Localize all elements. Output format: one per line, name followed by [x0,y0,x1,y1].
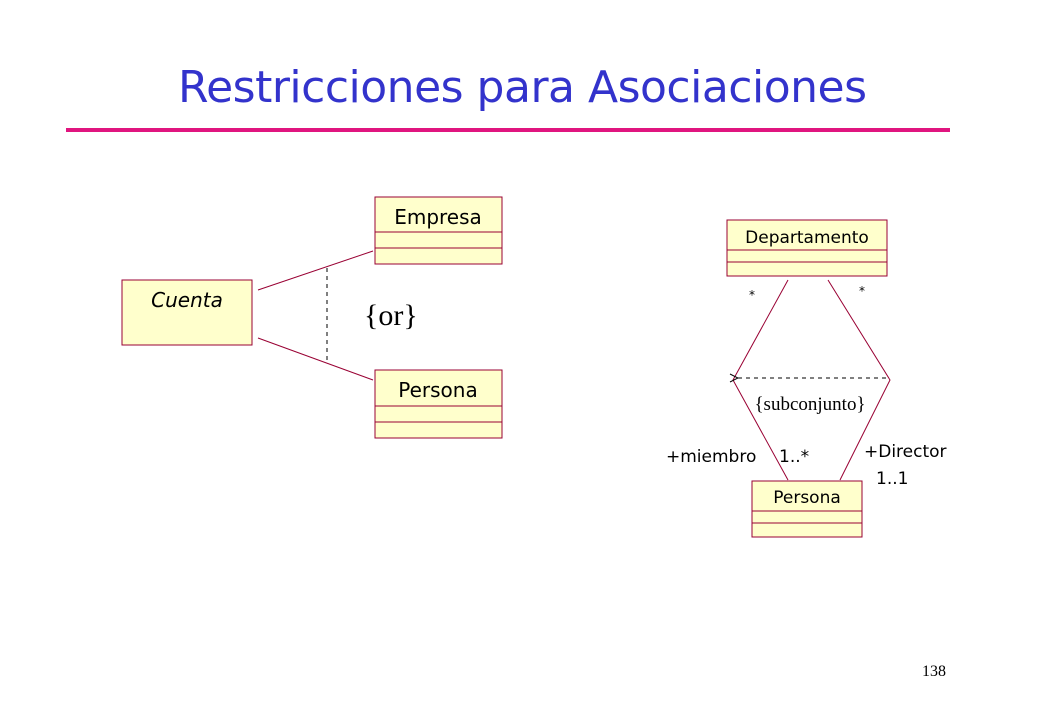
mult-miembro: 1..* [779,447,809,467]
class-cuenta-name: Cuenta [151,288,223,312]
mult-dep-left: * [749,288,755,302]
mult-dep-right: * [859,284,865,298]
role-miembro: +miembro [666,447,756,467]
class-persona-left: Persona [374,369,503,439]
title-underline [66,128,950,132]
or-constraint-label: {or} [364,299,418,332]
class-empresa: Empresa [374,196,503,265]
class-departamento-name: Departamento [745,228,869,248]
mult-director: 1..1 [876,469,908,489]
assoc-cuenta-empresa [257,250,374,291]
class-persona-right: Persona [751,480,863,538]
class-persona-left-name: Persona [398,378,477,402]
class-cuenta: Cuenta [121,279,253,346]
class-departamento: Departamento [726,219,888,277]
assoc-director [827,279,891,481]
subconjunto-constraint-label: {subconjunto} [754,394,865,415]
class-empresa-name: Empresa [394,205,482,229]
slide-title: Restricciones para Asociaciones [178,62,867,113]
page-number: 138 [922,663,946,680]
assoc-cuenta-persona [257,337,374,381]
role-director: +Director [864,442,947,462]
class-persona-right-name: Persona [773,488,841,508]
